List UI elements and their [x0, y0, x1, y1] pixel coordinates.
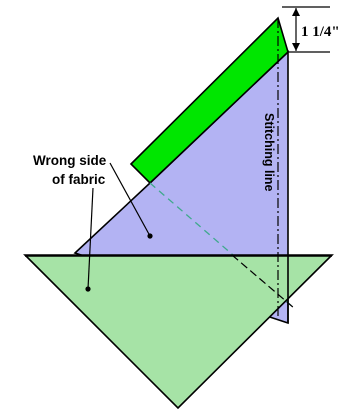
dimension-arrow-up-icon — [292, 8, 300, 16]
leader-dot-lavender — [147, 233, 153, 239]
leader-line-to-green — [87, 187, 94, 290]
measurement-label: 1 1/4" — [301, 24, 340, 40]
leader-line-to-lavender — [109, 162, 151, 237]
leader-dot-green — [85, 286, 91, 292]
wrong-side-label-line1: Wrong side — [33, 153, 107, 168]
light-green-fabric-triangle — [23, 254, 334, 410]
wrong-side-label-line2: of fabric — [52, 172, 106, 187]
strip-edge-lower — [231, 254, 295, 309]
dimension-arrow-down-icon — [292, 43, 300, 51]
stitching-line-label: Stitching line — [262, 113, 276, 192]
